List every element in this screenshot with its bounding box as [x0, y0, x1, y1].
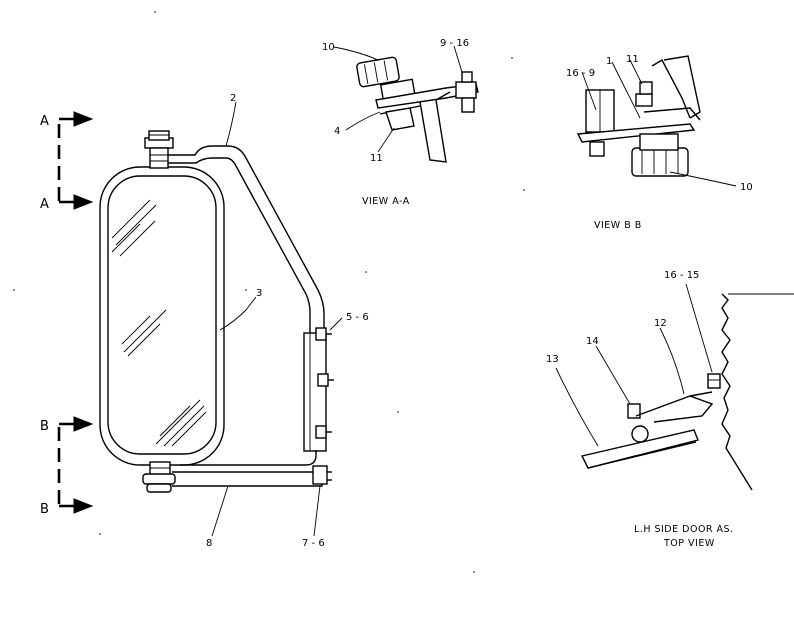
callout-8: 8 — [206, 538, 212, 549]
view-bb-detail: 16 - 9 1 11 10 VIEW B B — [566, 54, 753, 231]
door-mounting-bracket — [303, 327, 334, 452]
door-mirror-head — [580, 429, 699, 469]
upper-support-arm — [168, 145, 325, 333]
section-label-a-top: A — [40, 114, 49, 129]
mirror-glass — [107, 175, 217, 455]
arrow-icon — [73, 498, 94, 514]
top-pivot-knob — [144, 130, 174, 169]
door-view-caption-line1: L.H SIDE DOOR AS. — [634, 524, 734, 535]
lower-arm-clamp — [312, 465, 328, 485]
arrow-icon — [73, 416, 94, 432]
view-bb-caption: VIEW B B — [594, 220, 642, 231]
callout-10-bb: 10 — [740, 182, 753, 193]
callout-11-aa: 11 — [370, 153, 383, 164]
callout-3: 3 — [256, 288, 262, 299]
callout-11-bb: 11 — [626, 54, 639, 65]
callout-7-6: 7 - 6 — [302, 538, 325, 549]
section-marker-a: A A — [40, 111, 94, 212]
callout-13-door: 13 — [546, 354, 559, 365]
main-leaders — [211, 101, 343, 537]
section-marker-b: B B — [40, 416, 94, 517]
arrow-icon — [73, 194, 94, 210]
door-top-view-detail: 16 - 15 12 14 13 L.H SIDE DOOR AS. TOP V… — [546, 270, 794, 549]
callout-1-bb: 1 — [606, 56, 612, 67]
callout-16-15-door: 16 - 15 — [664, 270, 699, 281]
lower-support-arm — [172, 471, 323, 487]
arrow-icon — [73, 111, 94, 127]
callout-14-door: 14 — [586, 336, 599, 347]
callout-10-aa: 10 — [322, 42, 335, 53]
callout-5-6: 5 - 6 — [346, 312, 369, 323]
view-aa-detail: 10 9 - 16 4 11 VIEW A-A — [322, 38, 479, 207]
callout-2: 2 — [230, 93, 236, 104]
callout-9-16-aa: 9 - 16 — [440, 38, 469, 49]
mirror-housing — [99, 166, 225, 466]
section-label-a-bottom: A — [40, 197, 49, 212]
section-label-b-bottom: B — [40, 502, 49, 517]
view-aa-caption: VIEW A-A — [362, 196, 410, 207]
callout-16-9-bb: 16 - 9 — [566, 68, 595, 79]
section-label-b-top: B — [40, 419, 49, 434]
bottom-pivot-knob — [142, 461, 176, 493]
main-mirror-view: 2 3 5 - 6 7 - 6 8 — [99, 93, 369, 549]
scan-specks — [13, 11, 525, 573]
door-view-caption-line2: TOP VIEW — [663, 538, 715, 549]
door-frame — [721, 293, 753, 491]
callout-4-aa: 4 — [334, 126, 340, 137]
glass-reflection-marks — [111, 199, 207, 447]
callout-12-door: 12 — [654, 318, 667, 329]
